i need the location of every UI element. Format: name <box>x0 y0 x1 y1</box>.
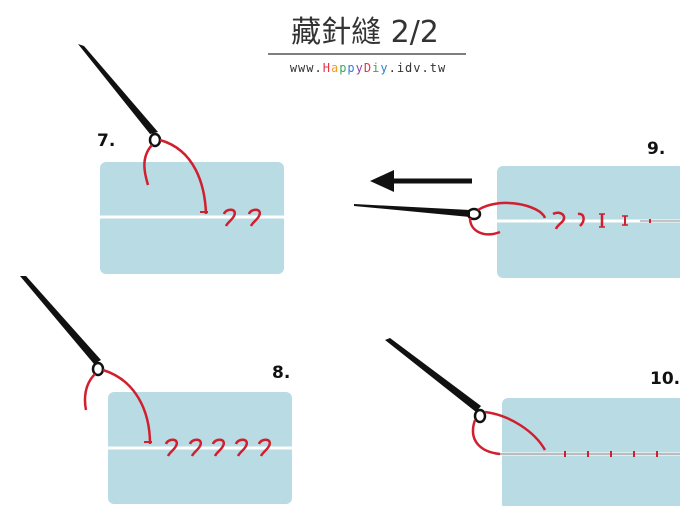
thread-tail <box>83 373 96 411</box>
needle-eye <box>91 361 105 377</box>
url-part-10: .idv.tw <box>389 61 447 75</box>
url-part-4: p <box>339 61 347 75</box>
page-title: 藏針縫 2/2 <box>291 15 439 50</box>
stitch-loop <box>222 208 237 227</box>
stitch-loop <box>577 212 585 227</box>
needle-icon <box>354 204 470 217</box>
step-7-panel: 7. <box>78 44 284 274</box>
thread-working <box>102 368 152 445</box>
needle-eye <box>473 408 487 424</box>
needle-icon <box>78 44 158 134</box>
stitch-loop <box>211 438 226 457</box>
url-part-5: p <box>347 61 355 75</box>
step-8-panel: 8. <box>20 276 292 504</box>
needle-eye <box>148 132 162 148</box>
needle-eye <box>466 207 482 221</box>
url-part-1: www. <box>290 61 323 75</box>
thread-tail <box>471 419 501 456</box>
stitch-loop <box>188 438 203 457</box>
stitch-loop <box>247 208 262 227</box>
step-9-label: 9. <box>647 139 665 159</box>
thread-working <box>477 201 547 219</box>
url-part-3: a <box>331 61 339 75</box>
stitch-loop <box>164 438 179 457</box>
stitch-loop <box>234 438 249 457</box>
stitch-loop <box>552 211 566 230</box>
step-7-label: 7. <box>97 131 115 151</box>
step-10-label: 10. <box>650 369 680 389</box>
site-url: www.HappyDiy.idv.tw <box>290 61 446 75</box>
step-8-label: 8. <box>272 363 290 383</box>
url-part-7: D <box>364 61 372 75</box>
step-9-panel: 9. <box>354 139 680 278</box>
thread-tail <box>468 217 501 236</box>
url-part-9: y <box>380 61 388 75</box>
url-part-6: y <box>356 61 364 75</box>
step-10-panel: 10. <box>385 338 680 506</box>
needle-icon <box>20 276 101 364</box>
needle-icon <box>385 338 481 412</box>
url-part-8: i <box>372 61 380 75</box>
thread-tail <box>143 144 153 186</box>
stitch-loop <box>257 438 272 457</box>
thread-working <box>159 138 208 215</box>
fabric-pieces <box>502 398 680 506</box>
thread-working <box>484 410 547 451</box>
direction-arrow <box>370 170 472 192</box>
url-part-2: H <box>323 61 331 75</box>
